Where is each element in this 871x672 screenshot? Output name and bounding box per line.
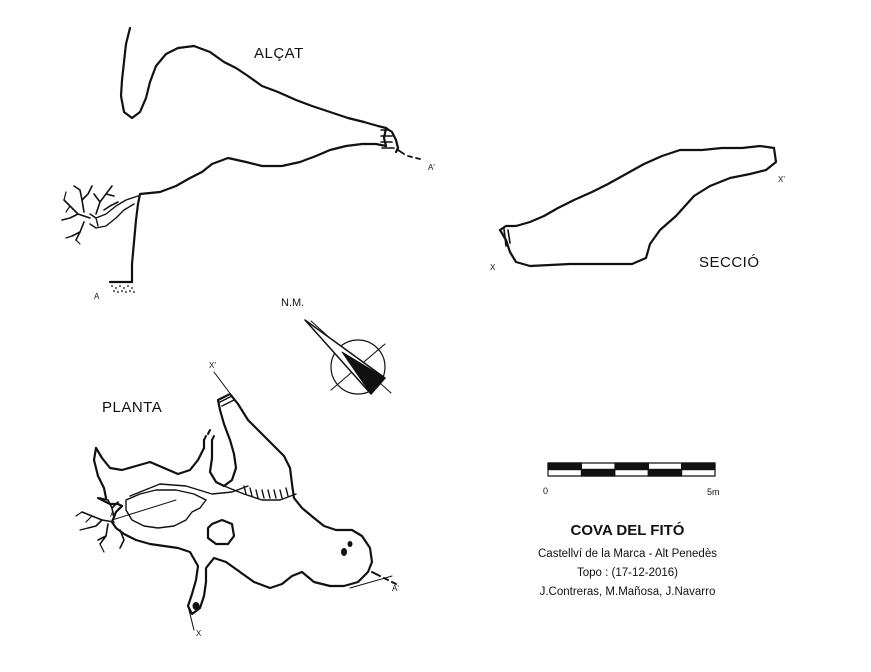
plan-title: PLANTA — [102, 399, 163, 416]
scale-max-label: 5m — [707, 487, 720, 497]
point-label-section-x: X — [490, 263, 496, 272]
elevation-profile — [89, 26, 421, 284]
cave-name: COVA DEL FITÓ — [570, 522, 685, 539]
plan-details — [111, 371, 397, 631]
point-label-plan-x-prime: X' — [209, 361, 216, 370]
plan-outline — [92, 392, 374, 616]
north-label: N.M. — [281, 297, 305, 309]
elevation-ground-dots — [111, 285, 135, 293]
scale-min-label: 0 — [543, 486, 549, 496]
cross-section-profile — [498, 144, 778, 268]
section-title: SECCIÓ — [699, 254, 760, 271]
point-label-plan-a-prime: A' — [392, 584, 399, 593]
elevation-title: ALÇAT — [254, 45, 304, 62]
tree-icon-plan — [75, 497, 125, 553]
point-label-plan-a: A — [110, 510, 116, 519]
tree-icon-elevation — [61, 185, 119, 245]
scale-bar — [547, 462, 716, 477]
location-line: Castellví de la Marca - Alt Penedès — [538, 548, 717, 560]
point-label-elevation-a-prime: A' — [428, 163, 435, 172]
authors-line: J.Contreras, M.Mañosa, J.Navarro — [539, 586, 716, 598]
title-block: COVA DEL FITÓ Castellví de la Marca - Al… — [500, 522, 755, 605]
north-arrow-icon — [304, 319, 392, 395]
survey-date-line: Topo : (17-12-2016) — [576, 567, 678, 579]
point-label-plan-x: X — [196, 629, 202, 638]
point-label-elevation-a: A — [94, 292, 100, 301]
point-label-section-x-prime: X' — [778, 175, 785, 184]
